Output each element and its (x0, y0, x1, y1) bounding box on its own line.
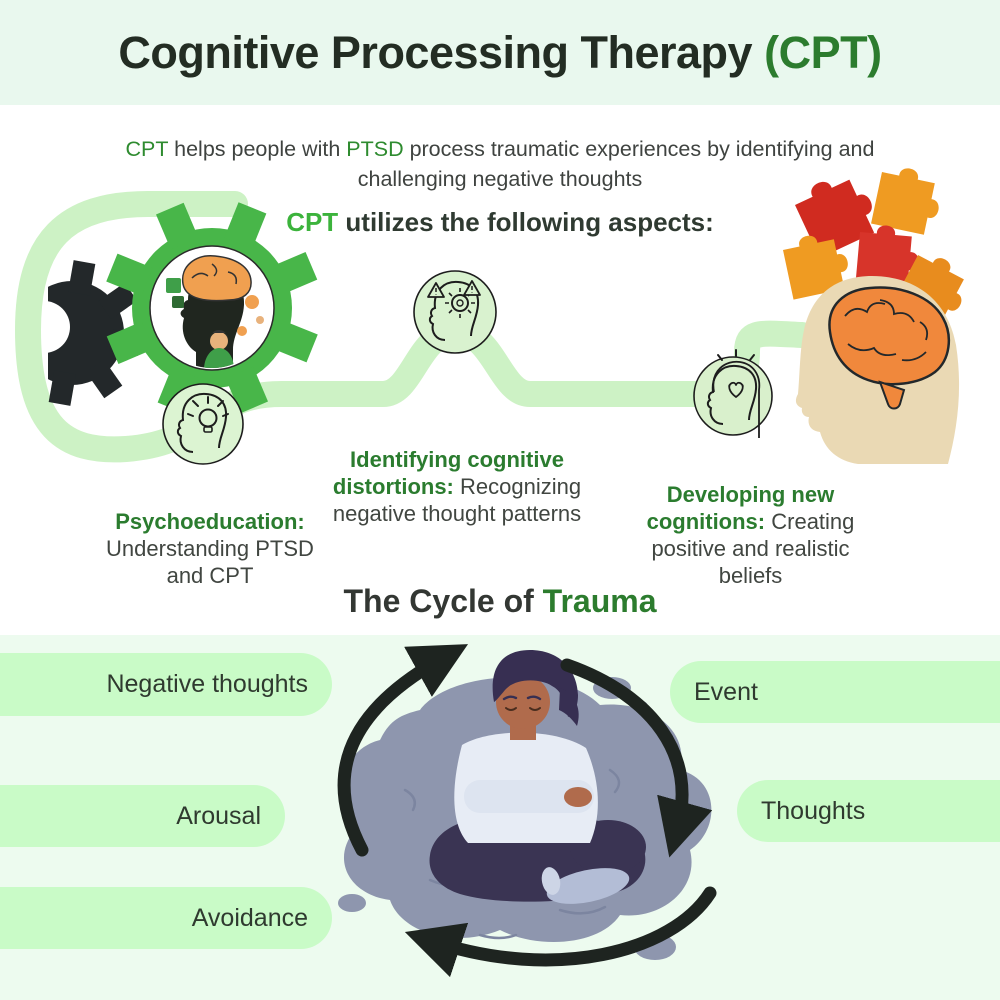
aspects-heading-rest: utilizes the following aspects: (338, 207, 714, 237)
cycle-label-negative-thoughts: Negative thoughts (0, 653, 332, 716)
header-band: Cognitive Processing Therapy (CPT) (0, 0, 1000, 105)
cycle-label-thoughts-text: Thoughts (761, 796, 866, 825)
title-text: Cognitive Processing Therapy (118, 26, 753, 78)
cycle-label-event-text: Event (694, 677, 758, 706)
cycle-label-negative-thoughts-text: Negative thoughts (106, 670, 308, 698)
head-heart-icon (693, 349, 773, 438)
aspect-psychoeducation-description: Understanding PTSD and CPT (106, 536, 314, 588)
cycle-label-avoidance: Avoidance (0, 887, 332, 949)
cycle-heading-prefix: The Cycle of (343, 583, 543, 619)
brain-mind-art-icon (166, 248, 264, 368)
aspect-developing-cognitions: Developing new cognitions: Creating posi… (628, 481, 873, 589)
black-gear-icon (48, 260, 138, 406)
aspect-psychoeducation-title: Psychoeducation: (115, 509, 305, 534)
cycle-label-arousal: Arousal (0, 785, 285, 847)
cycle-label-avoidance-text: Avoidance (191, 903, 308, 932)
cycle-label-event: Event (670, 661, 1000, 723)
aspects-heading-highlight: CPT (286, 207, 339, 237)
aspect-identifying-title: Identifying cognitive distortions: (332, 447, 564, 499)
subtitle: CPT helps people with PTSD process traum… (110, 134, 890, 194)
aspect-psychoeducation: Psychoeducation: Understanding PTSD and … (92, 508, 328, 589)
head-lightbulb-icon (162, 383, 244, 465)
title-highlight: (CPT) (764, 26, 882, 78)
aspect-identifying-description: Recognizing negative thought patterns (332, 474, 582, 526)
cycle-heading: The Cycle of Trauma (0, 583, 1000, 620)
page-title: Cognitive Processing Therapy (CPT) (118, 26, 882, 79)
subtitle-part2: helps people with (168, 136, 347, 161)
subtitle-part4: process traumatic experiences by identif… (357, 136, 875, 191)
aspect-developing-description: Creating positive and realistic beliefs (651, 509, 855, 588)
aspects-heading: CPT utilizes the following aspects: (0, 207, 1000, 238)
cycle-label-thoughts: Thoughts (737, 780, 1000, 842)
head-gear-warning-icon (413, 270, 497, 354)
journey-path (15, 191, 815, 463)
subtitle-cpt: CPT (125, 136, 169, 161)
aspect-identifying-distortions: Identifying cognitive distortions: Recog… (331, 446, 583, 527)
brain-icon (828, 286, 951, 386)
subtitle-ptsd: PTSD (346, 136, 404, 161)
cycle-label-arousal-text: Arousal (176, 801, 261, 830)
aspect-developing-title: Developing new cognitions: (646, 482, 835, 534)
cycle-heading-highlight: Trauma (542, 583, 657, 619)
head-silhouette (795, 276, 960, 464)
